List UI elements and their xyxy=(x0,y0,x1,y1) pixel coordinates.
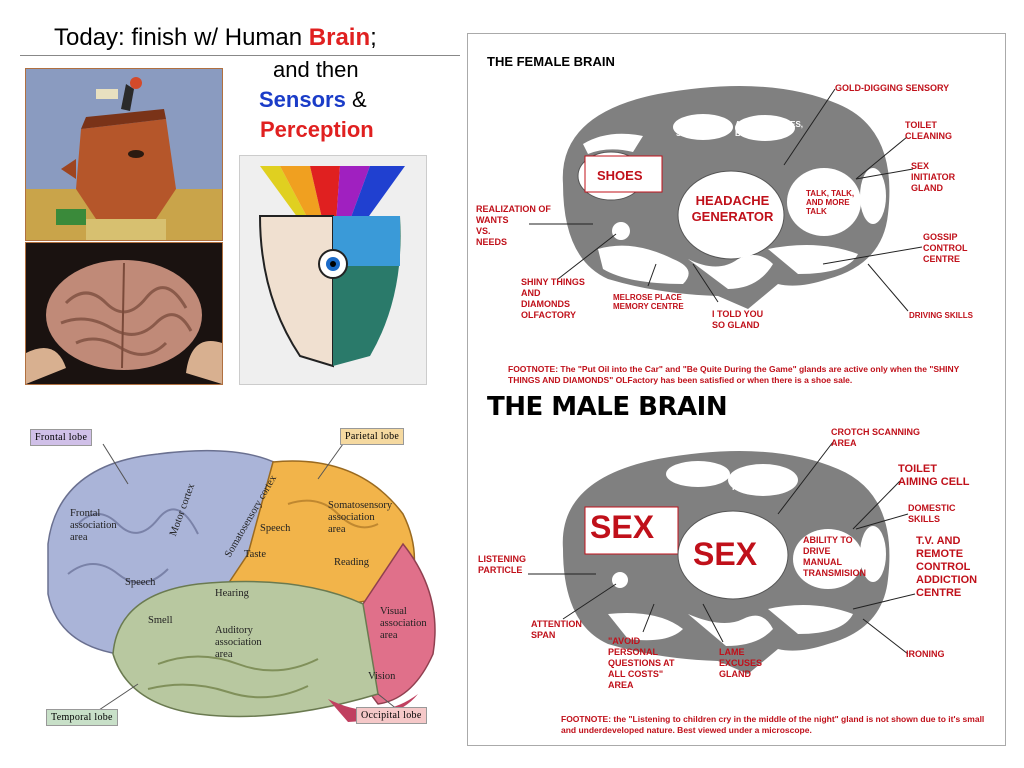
speech-left-label: Speech xyxy=(125,577,156,588)
visual-association-label: Visual association area xyxy=(380,606,427,641)
brain-in-hands-image xyxy=(25,242,223,385)
male-sex-label-2: SEX xyxy=(693,536,758,572)
title-perception: Perception xyxy=(260,117,374,142)
temporal-lobe-label: Temporal lobe xyxy=(46,709,118,726)
head-art-image xyxy=(25,68,223,241)
male-dangerous-label: DANGEROUS PURSUITS xyxy=(732,471,791,492)
female-footnote: FOOTNOTE: The "Put Oil into the Car" and… xyxy=(508,364,960,385)
male-attention-label: ATTENTION SPAN xyxy=(531,619,582,640)
slide-title: Today: finish w/ Human Brain; xyxy=(54,24,377,52)
brain-lobes-diagram: Frontal lobe Parietal lobe Temporal lobe… xyxy=(18,424,450,730)
female-anniversaries-label: ANNIVERSARIES, BIRTHDAYS xyxy=(735,120,804,138)
female-shiny-label: SHINY THINGS AND DIAMONDS OLFACTORY xyxy=(521,277,585,320)
parietal-lobe-label: Parietal lobe xyxy=(340,428,405,445)
male-avoid-label: "AVOID PERSONAL QUESTIONS AT ALL COSTS" … xyxy=(608,636,675,690)
male-domestic-label: DOMESTIC SKILLS xyxy=(908,503,956,524)
female-melrose-label: MELROSE PLACE MEMORY CENTRE xyxy=(613,293,684,311)
female-realization-label: REALIZATION OF WANTS VS. NEEDS xyxy=(476,204,551,247)
somatosensory-association-label: Somatosensory association area xyxy=(328,500,393,535)
frontal-association-label: Frontal association area xyxy=(70,508,117,543)
female-impulse-label: IMPULSE SHOPPING xyxy=(676,120,719,138)
title-text: Today: finish w/ Human xyxy=(54,24,309,51)
hearing-label: Hearing xyxy=(215,588,249,599)
title-semicolon: ; xyxy=(370,24,377,51)
female-talk-label: TALK, TALK, AND MORE TALK xyxy=(806,189,855,216)
male-ironing-label: IRONING xyxy=(906,649,945,659)
female-sex-initiator-label: SEX INITIATOR GLAND xyxy=(911,161,956,193)
female-shoes-label: SHOES xyxy=(597,168,643,183)
male-listening-label: LISTENING PARTICLE xyxy=(478,554,527,575)
male-tv-label: T.V. AND REMOTE CONTROL ADDICTION CENTRE xyxy=(916,535,978,599)
male-ability-label: ABILITY TO DRIVE MANUAL TRANSMISION xyxy=(803,535,866,578)
smell-label: Smell xyxy=(148,615,173,626)
occipital-lobe-label: Occipital lobe xyxy=(356,707,427,724)
title-divider xyxy=(20,55,460,56)
taste-label: Taste xyxy=(244,549,267,560)
brain-humor-panel: THE FEMALE BRAIN GOLD-DIGGING SENSORY IM… xyxy=(467,33,1006,746)
female-gold-label: GOLD-DIGGING SENSORY xyxy=(835,83,950,93)
frontal-lobe-label: Frontal lobe xyxy=(30,429,93,446)
female-gossip-label: GOSSIP CONTROL CENTRE xyxy=(923,232,968,264)
female-headache-label: HEADACHE GENERATOR xyxy=(691,193,774,224)
auditory-association-label: Auditory association area xyxy=(215,625,262,660)
female-driving-label: DRIVING SKILLS xyxy=(909,311,974,320)
title-sensors-line: Sensors & xyxy=(259,87,367,113)
perception-face-image xyxy=(239,155,427,385)
female-itoldyou-label: I TOLD YOU SO GLAND xyxy=(712,309,764,330)
title-brain-word: Brain xyxy=(308,24,371,51)
male-lame-label: LAME EXCUSES GLAND xyxy=(719,647,763,679)
male-crotch-label: CROTCH SCANNING AREA xyxy=(831,427,920,448)
speech-top-label: Speech xyxy=(260,523,291,534)
female-toilet-label: TOILET CLEANING xyxy=(905,120,952,141)
male-ball-label: BALL SPORTS xyxy=(678,464,716,485)
female-brain-heading: THE FEMALE BRAIN xyxy=(487,54,615,69)
vision-label: Vision xyxy=(368,671,396,682)
male-brain-heading: THE MALE BRAIN xyxy=(487,392,728,422)
reading-label: Reading xyxy=(334,557,369,568)
title-sensors: Sensors xyxy=(259,87,346,112)
male-sex-label-1: SEX xyxy=(590,509,655,545)
title-and-then: and then xyxy=(273,57,359,82)
male-footnote: FOOTNOTE: the "Listening to children cry… xyxy=(561,714,985,735)
male-toilet-label: TOILET AIMING CELL xyxy=(898,463,970,488)
title-ampersand: & xyxy=(345,87,367,112)
